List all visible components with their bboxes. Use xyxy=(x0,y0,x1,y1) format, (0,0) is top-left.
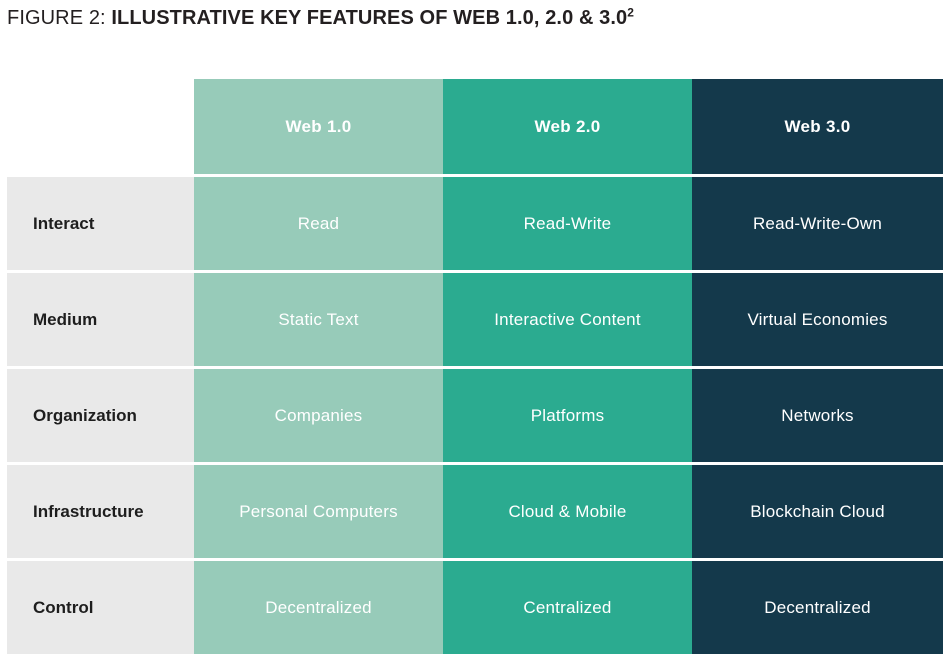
cell-interact-web1: Read xyxy=(194,177,443,270)
cell-infrastructure-web3: Blockchain Cloud xyxy=(692,465,943,558)
row-label-control: Control xyxy=(7,561,194,654)
row-label-interact: Interact xyxy=(7,177,194,270)
cell-control-web3: Decentralized xyxy=(692,561,943,654)
column-header-web2: Web 2.0 xyxy=(443,79,692,174)
column-header-web3: Web 3.0 xyxy=(692,79,943,174)
row-label-medium: Medium xyxy=(7,273,194,366)
cell-control-web1: Decentralized xyxy=(194,561,443,654)
column-header-web1: Web 1.0 xyxy=(194,79,443,174)
figure-title-text: ILLUSTRATIVE KEY FEATURES OF WEB 1.0, 2.… xyxy=(111,7,628,29)
cell-medium-web3: Virtual Economies xyxy=(692,273,943,366)
cell-medium-web1: Static Text xyxy=(194,273,443,366)
cell-medium-web2: Interactive Content xyxy=(443,273,692,366)
cell-interact-web3: Read-Write-Own xyxy=(692,177,943,270)
cell-organization-web2: Platforms xyxy=(443,369,692,462)
comparison-table: Web 1.0 Web 2.0 Web 3.0 Interact Read Re… xyxy=(7,79,943,654)
row-label-infrastructure: Infrastructure xyxy=(7,465,194,558)
cell-organization-web3: Networks xyxy=(692,369,943,462)
footnote-marker: 2 xyxy=(627,5,635,20)
cell-control-web2: Centralized xyxy=(443,561,692,654)
cell-infrastructure-web2: Cloud & Mobile xyxy=(443,465,692,558)
cell-organization-web1: Companies xyxy=(194,369,443,462)
figure-label: FIGURE 2: xyxy=(7,7,106,29)
table-corner-cell xyxy=(7,79,194,174)
figure-title: FIGURE 2: ILLUSTRATIVE KEY FEATURES OF W… xyxy=(7,5,635,30)
row-label-organization: Organization xyxy=(7,369,194,462)
cell-infrastructure-web1: Personal Computers xyxy=(194,465,443,558)
cell-interact-web2: Read-Write xyxy=(443,177,692,270)
